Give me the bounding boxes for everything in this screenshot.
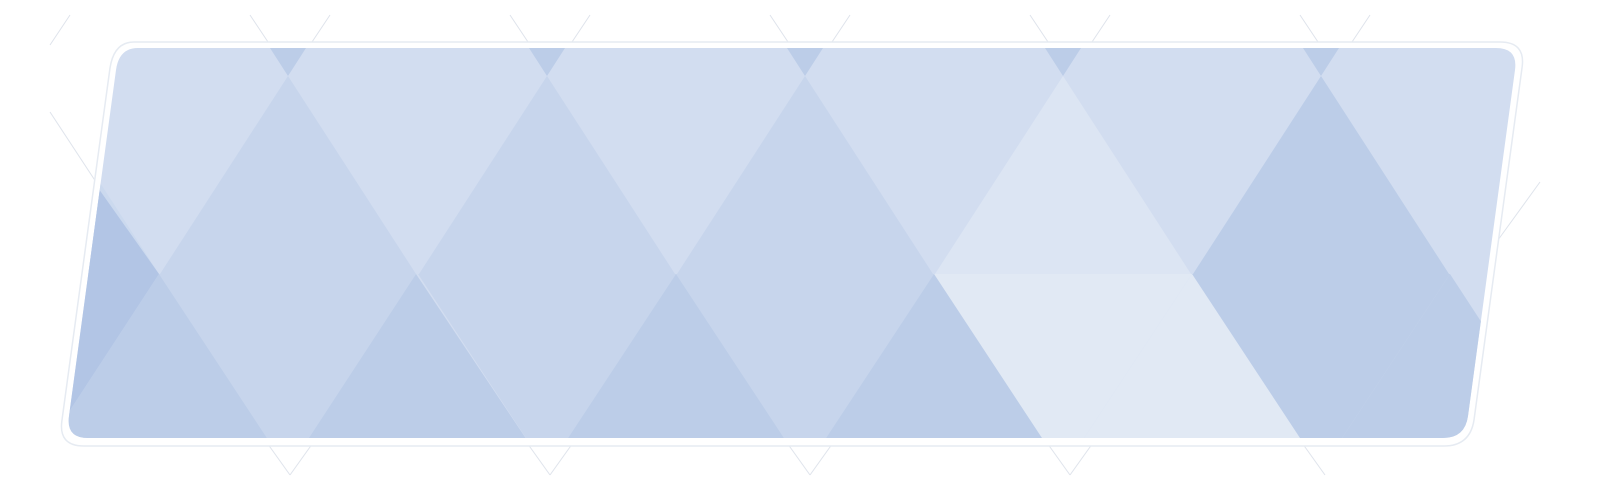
background-guides (49, 14, 1541, 476)
upper-triangle (677, 76, 933, 274)
lower-triangle (805, 274, 1063, 438)
inverted-triangle (159, 274, 416, 438)
upper-triangle (935, 76, 1191, 274)
top-notch (270, 48, 306, 76)
lower-triangles (68, 274, 1516, 438)
upper-triangle (1193, 76, 1449, 274)
banner-card (68, 48, 1516, 438)
lower-triangle (288, 274, 547, 438)
inverted-triangle (418, 274, 676, 438)
lower-triangle (547, 274, 805, 438)
lower-triangle (68, 274, 288, 438)
top-notches (270, 48, 1339, 76)
left-diamond (68, 185, 159, 438)
upper-triangles (68, 76, 1449, 274)
top-notch (1045, 48, 1081, 76)
inverted-triangle (676, 274, 934, 438)
inverted-triangle (1192, 274, 1450, 438)
upper-triangle (419, 76, 675, 274)
inverted-triangle (934, 274, 1192, 438)
inverted-triangles (159, 274, 1450, 438)
top-notch (787, 48, 823, 76)
top-notch (1303, 48, 1339, 76)
lower-triangle (1063, 274, 1321, 438)
top-notch (529, 48, 565, 76)
upper-triangle (160, 76, 416, 274)
